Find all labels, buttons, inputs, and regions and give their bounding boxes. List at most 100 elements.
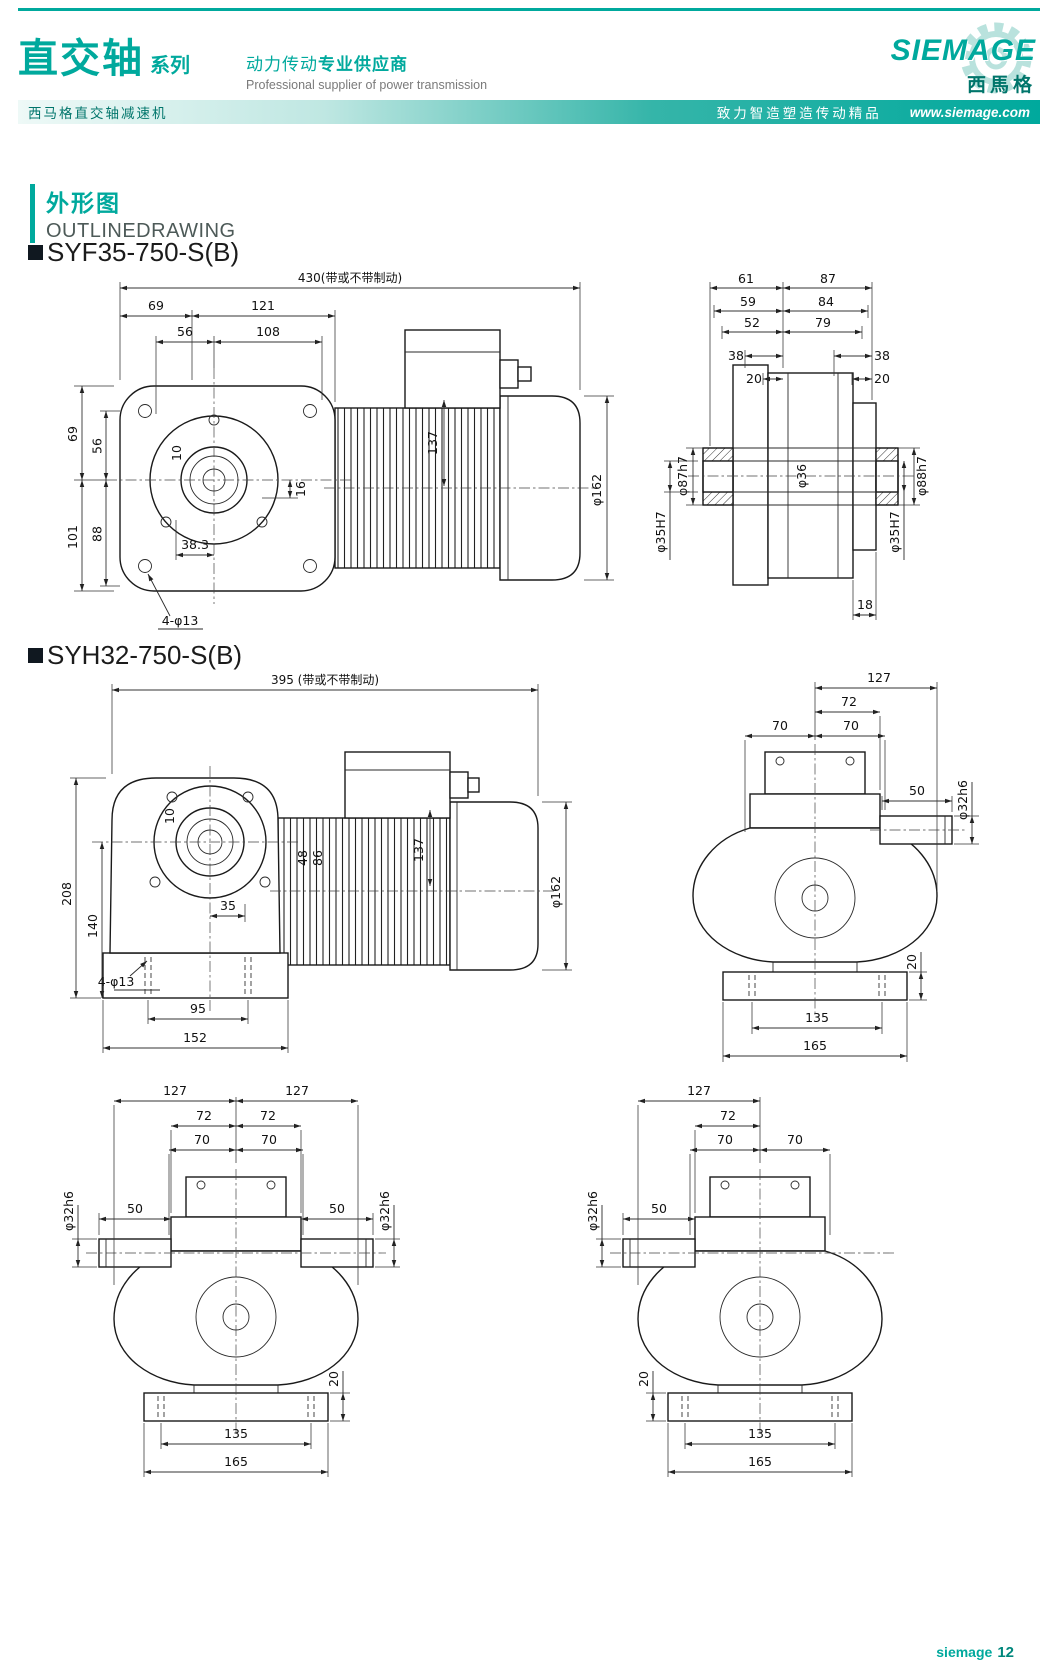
dim-label: 101: [65, 525, 80, 549]
model-name-syf35: SYF35-750-S(B): [47, 237, 240, 267]
dim-label: 52: [744, 315, 760, 330]
dim-label: 137: [411, 838, 426, 862]
dim-label: 61: [738, 271, 754, 286]
single-shaft-drawing: 127 72 70 70 50 φ32h6 20: [585, 1085, 894, 1477]
brand-logo: SIEMAGE 西馬格: [796, 18, 1036, 100]
dim-label: 72: [196, 1108, 212, 1123]
dim-label: 121: [251, 298, 275, 313]
dim-label: φ36: [794, 464, 809, 488]
syf35-front-drawing: 430(带或不带制动) 69 121 56 108 69 101 56: [65, 271, 614, 630]
dim-label: 10: [162, 808, 177, 824]
syh32-side-dimensions: 127 72 70 70 50 φ32h6 20: [722, 670, 979, 1062]
syh32-front-drawing: 395 (带或不带制动) 137 φ162 208 140 10 35 48 8…: [60, 673, 572, 1053]
dim-label: φ32h6: [61, 1191, 76, 1231]
dim-label: 69: [65, 426, 80, 442]
dim-label: 95: [190, 1001, 206, 1016]
dim-label: φ32h6: [585, 1191, 600, 1231]
dim-label: 165: [224, 1454, 248, 1469]
dim-label: 87: [820, 271, 836, 286]
dim-label: 86: [310, 850, 325, 866]
dim-label: 135: [748, 1426, 772, 1441]
dim-label: φ32h6: [377, 1191, 392, 1231]
dim-label: 4-φ13: [162, 613, 199, 628]
dim-label: 79: [815, 315, 831, 330]
dim-label: 70: [843, 718, 859, 733]
series-title: 直交轴: [18, 37, 144, 81]
dim-label: 38: [874, 348, 890, 363]
header-bar-slogan: 致力智造塑造传动精品: [716, 106, 882, 121]
dim-label: 135: [805, 1010, 829, 1025]
dim-label: 84: [818, 294, 834, 309]
model-heading-syh32: SYH32-750-S(B): [28, 640, 242, 671]
single-shaft-dimensions: 127 72 70 70 50 φ32h6 20: [585, 1085, 853, 1477]
dim-label: 50: [909, 783, 925, 798]
dim-label: 10: [169, 445, 184, 461]
dim-label: φ162: [589, 474, 604, 506]
dim-label: 56: [177, 324, 193, 339]
dim-label: 56: [90, 438, 105, 454]
dim-label: 127: [687, 1085, 711, 1098]
tagline-cn: 动力传动: [246, 55, 318, 74]
footer-brand: siemage: [936, 1644, 993, 1660]
model-bullet: [28, 648, 43, 663]
syh32-side-drawing: 127 72 70 70 50 φ32h6 20: [692, 670, 979, 1062]
syf35-front-dimensions: 430(带或不带制动) 69 121 56 108 69 101 56: [65, 271, 614, 630]
series-title-block: 直交轴系列: [18, 26, 190, 84]
tagline-cn-bold: 专业供应商: [318, 55, 408, 74]
dim-label: 70: [787, 1132, 803, 1147]
dim-label: φ162: [548, 876, 563, 908]
dim-label: 4-φ13: [98, 974, 135, 989]
dim-label: 70: [194, 1132, 210, 1147]
dim-label: 70: [261, 1132, 277, 1147]
dim-label: 50: [651, 1201, 667, 1216]
double-shaft-geometry: [86, 1169, 386, 1433]
tagline: 动力传动专业供应商 Professional supplier of power…: [246, 50, 487, 92]
tagline-en: Professional supplier of power transmiss…: [246, 78, 488, 92]
dim-label: 165: [803, 1038, 827, 1053]
syh32-front-dimensions: 395 (带或不带制动) 137 φ162 208 140 10 35 48 8…: [60, 673, 572, 1053]
dim-label: 35: [220, 898, 236, 913]
dim-label: 16: [293, 481, 308, 497]
dim-label: 38.3: [181, 537, 209, 552]
syf35-side-drawing: 61 87 59 84 52 79 38 20 38: [653, 271, 929, 620]
dim-label: 20: [746, 371, 762, 386]
dim-label: 165: [748, 1454, 772, 1469]
dim-label: 18: [857, 597, 873, 612]
dim-label: φ88h7: [914, 456, 929, 496]
dim-label: 50: [127, 1201, 143, 1216]
dim-label: 127: [163, 1085, 187, 1098]
double-shaft-dimensions: 127 127 72 72 70 70 50 50 φ32h6: [61, 1085, 400, 1477]
section-title-cn: 外形图: [46, 190, 121, 216]
dim-label: 140: [85, 914, 100, 938]
page-number: 12: [997, 1644, 1014, 1661]
model-heading-syf35: SYF35-750-S(B): [28, 237, 239, 268]
syf35-front-geometry: [106, 329, 596, 604]
dim-label: 127: [285, 1085, 309, 1098]
dim-label: 38: [728, 348, 744, 363]
double-shaft-drawing: 127 127 72 72 70 70 50 50 φ32h6: [61, 1085, 400, 1477]
section-title-en: OUTLINEDRAWING: [46, 220, 236, 242]
gear-icon: [960, 22, 1032, 94]
dim-label: 70: [772, 718, 788, 733]
series-suffix: 系列: [150, 55, 190, 77]
dim-label: 72: [841, 694, 857, 709]
dim-label: 72: [720, 1108, 736, 1123]
dim-label: 72: [260, 1108, 276, 1123]
dim-label: 20: [326, 1371, 341, 1387]
dim-label: φ87h7: [675, 456, 690, 496]
dim-label: 48: [295, 850, 310, 866]
dim-label: φ35H7: [653, 511, 668, 553]
dim-label: 208: [60, 882, 74, 906]
dim-overall-width: 430(带或不带制动): [298, 271, 402, 285]
dim-label: 20: [874, 371, 890, 386]
dim-label: 135: [224, 1426, 248, 1441]
model-bullet: [28, 245, 43, 260]
syh32-front-geometry: [92, 751, 554, 1012]
syf35-side-dimensions: 61 87 59 84 52 79 38 20 38: [653, 271, 929, 620]
top-rule: [18, 8, 1040, 11]
header-bar-left: 西马格直交轴减速机: [28, 106, 168, 121]
dim-label: 70: [717, 1132, 733, 1147]
dim-label: 137: [425, 431, 440, 455]
